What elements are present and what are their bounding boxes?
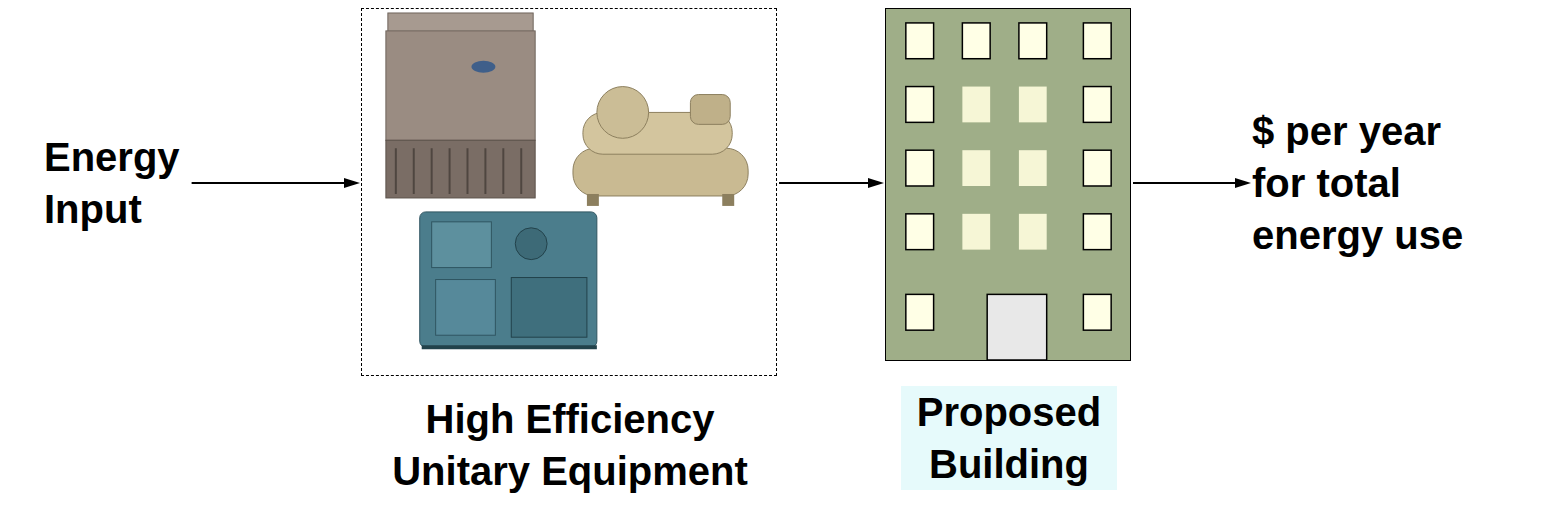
- building-shape: Proposed Building: [885, 8, 1131, 361]
- flow-text: Energy Input: [44, 131, 180, 235]
- building-windows: [886, 9, 1130, 360]
- flow-arrow: [1133, 178, 1251, 188]
- equipment-group: High Efficiency Unitary Equipment: [361, 8, 777, 376]
- output-label: $ per year for total energy use: [1252, 105, 1482, 261]
- equipment-illustration: [362, 9, 776, 375]
- flow-arrow: [192, 178, 360, 188]
- flow-text: $ per year for total energy use: [1252, 105, 1482, 261]
- group-caption: High Efficiency Unitary Equipment: [362, 393, 778, 497]
- group-caption: Proposed Building: [901, 386, 1117, 490]
- flow-arrow: [779, 178, 884, 188]
- input-label: Energy Input: [44, 131, 190, 235]
